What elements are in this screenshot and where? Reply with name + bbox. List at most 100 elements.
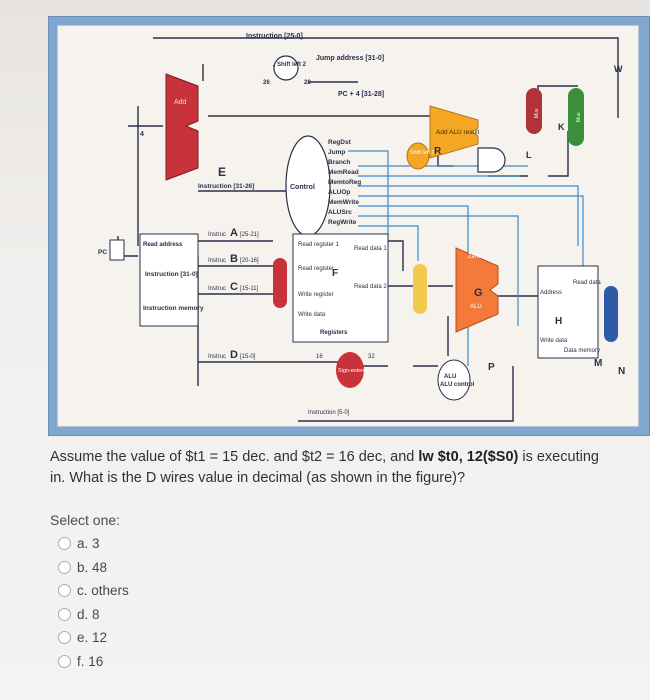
jump-address-label: Jump address [31-0] (316, 55, 384, 62)
main-alu (455, 247, 499, 333)
option-e-text: 12 (92, 630, 108, 646)
write-register-label: Write register (298, 292, 334, 298)
control-label: Control (290, 184, 315, 191)
pc-register (109, 239, 125, 261)
radio-d[interactable] (58, 607, 71, 621)
option-f-letter: f. (77, 653, 85, 669)
control-signal-labels: RegDst Jump Branch MemRead MemtoReg ALUO… (328, 139, 361, 226)
wire-w-label: W (614, 64, 623, 74)
bits-16-label: 16 (316, 354, 323, 360)
range-b-label: [20-16] (240, 258, 259, 264)
option-a-text: 3 (92, 536, 100, 552)
registers-label: Registers (320, 330, 348, 336)
ctrl-regdst: RegDst (328, 139, 352, 146)
branch-mux (526, 88, 542, 134)
alu-control-label: ALU control (440, 382, 475, 388)
alu-control-alu-label: ALU (444, 374, 456, 380)
wire-r-label: R (434, 146, 442, 157)
shift-left-mid-unit (406, 142, 430, 170)
figure-canvas: Shift left 2 Instruction [25-0] 26 28 Ju… (57, 25, 639, 427)
memtoreg-mux (604, 286, 618, 342)
read-data-1-label: Read data 1 (354, 246, 387, 252)
datapath-figure: Shift left 2 Instruction [25-0] 26 28 Ju… (48, 16, 650, 436)
shift-left-top-unit (273, 55, 299, 81)
ctrl-alusrc: ALUSrc (328, 209, 352, 216)
alu-control-unit (437, 359, 471, 401)
wire-h-label: H (555, 316, 562, 327)
instruction-5-0-label: Instruction [5-0] (308, 410, 350, 416)
shift-left-top-label: Shift left 2 (277, 62, 307, 68)
bits-26-label: 26 (263, 80, 270, 86)
option-d-text: 8 (92, 606, 100, 622)
pc-adder (165, 73, 199, 181)
write-data-reg-label: Write data (298, 312, 326, 318)
wire-m-label: M (594, 358, 602, 369)
zero-label: Zero (468, 254, 481, 260)
option-e[interactable]: e. 12 (58, 626, 129, 650)
branch-adder (429, 105, 479, 159)
radio-e[interactable] (58, 631, 71, 645)
question-text: Assume the value of $t1 = 15 dec. and $t… (50, 447, 610, 489)
read-address-label: Read address (143, 242, 183, 248)
wire-k-label: K (558, 122, 565, 132)
branch-adder-label: Add ALU result (436, 129, 480, 136)
range-a-label: [25-21] (240, 232, 259, 238)
instruc-c-prefix: Instruc (208, 286, 226, 292)
instruc-b-prefix: Instruc (208, 258, 226, 264)
instruction-25-0-label: Instruction [25-0] (246, 33, 303, 40)
range-d-label: [15-0] (240, 354, 256, 360)
wire-b-label: B (230, 253, 238, 265)
wire-a-label: A (230, 227, 238, 239)
and-gate (477, 147, 506, 173)
radio-f[interactable] (58, 654, 71, 668)
option-c[interactable]: c. others (58, 579, 129, 603)
question-instruction: lw $t0, 12($S0) (418, 449, 519, 465)
instruc-d-prefix: Instruc (208, 354, 226, 360)
wire-g-label: G (474, 287, 483, 299)
register-file-labels: Read register 1 Read register F Read dat… (298, 242, 387, 336)
write-data-mem-label: Write data (540, 338, 568, 344)
jump-mux-label: Mux (576, 112, 582, 122)
wire-f-label: F (332, 268, 338, 279)
branch-mux-label: Mux (534, 108, 540, 118)
option-f[interactable]: f. 16 (58, 650, 129, 674)
option-f-text: 16 (88, 653, 104, 669)
ctrl-regwrite: RegWrite (328, 219, 357, 226)
instruction-memory (139, 233, 199, 327)
option-b[interactable]: b. 48 (58, 556, 129, 580)
register-file (292, 233, 389, 343)
ctrl-memread: MemRead (328, 169, 359, 176)
pc-adder-label: Add (174, 99, 187, 106)
option-b-text: 48 (92, 559, 108, 575)
read-register-2-label: Read register (298, 266, 334, 272)
field-labels: Instruc A [25-21] Instruc B [20-16] Inst… (208, 227, 259, 361)
ctrl-branch: Branch (328, 159, 350, 166)
pc-label: PC (98, 249, 107, 256)
data-memory (537, 265, 599, 359)
option-c-text: others (91, 583, 129, 599)
ctrl-memwrite: MemWrite (328, 199, 359, 206)
radio-b[interactable] (58, 560, 71, 574)
wire-p-label: P (488, 362, 495, 373)
jump-mux (568, 88, 584, 146)
wire-n-label: N (618, 366, 625, 377)
alu-label: ALU (470, 304, 482, 310)
question-part2: is executing in. What is the D wires val… (50, 449, 599, 486)
question-part1: Assume the value of $t1 = 15 dec. and $t… (50, 449, 419, 465)
ctrl-jump: Jump (328, 149, 345, 156)
option-a[interactable]: a. 3 (58, 532, 129, 556)
read-data-2-label: Read data 2 (354, 284, 387, 290)
option-d[interactable]: d. 8 (58, 603, 129, 627)
option-a-letter: a. (77, 536, 89, 552)
address-label: Address (540, 290, 562, 296)
radio-a[interactable] (58, 537, 71, 551)
wire-l-label: L (526, 150, 532, 160)
data-memory-labels: Address Read data H Write data Data memo… (540, 280, 601, 354)
sign-extend-unit (336, 352, 364, 388)
bits-28-label: 28 (304, 80, 311, 86)
option-b-letter: b. (77, 559, 89, 575)
wire-e-label: E (218, 165, 226, 179)
ctrl-memtoreg: MemtoReg (328, 179, 361, 186)
radio-c[interactable] (58, 584, 71, 598)
